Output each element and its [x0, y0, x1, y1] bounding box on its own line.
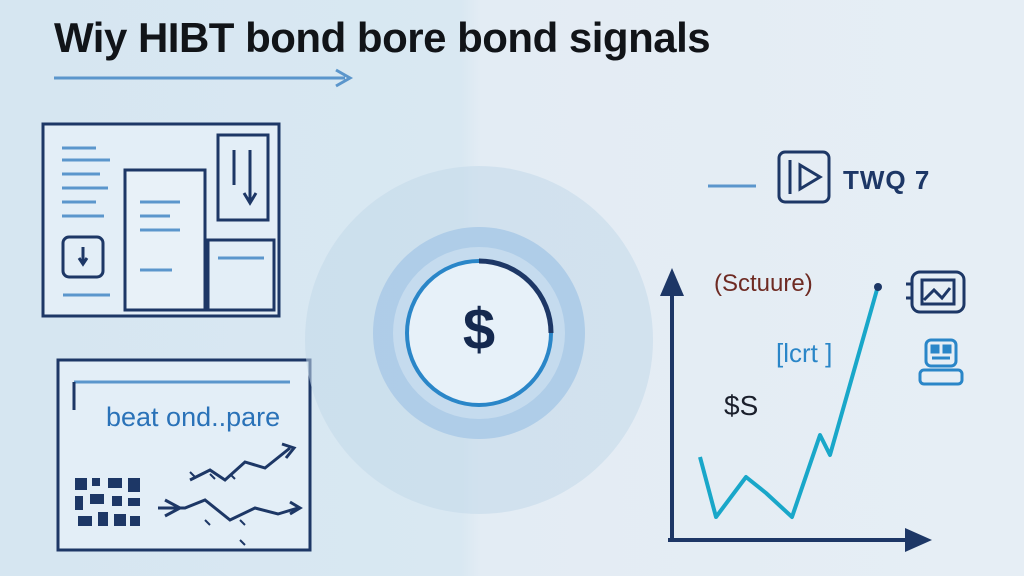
document-icon [41, 122, 281, 318]
video-caption: TWQ 7 [843, 165, 931, 195]
structure-label: (Sctuure) [714, 270, 813, 297]
dollar-symbol: $ [462, 297, 496, 362]
play-icon [708, 150, 831, 204]
image-icon [906, 270, 966, 314]
chart-panel [56, 358, 312, 552]
coin-rings [305, 166, 653, 514]
qr-code-icon [75, 478, 140, 526]
robot-icon [918, 338, 964, 386]
lcrt-label: [lcrt ] [776, 338, 833, 368]
price-label: $S [724, 390, 759, 421]
growth-chart [660, 268, 932, 552]
chart-panel-label: beat ond..pare [106, 402, 281, 432]
page-title: Wiy HIBT bond bore bond signals [54, 14, 711, 61]
arrow-right-icon [54, 68, 354, 88]
